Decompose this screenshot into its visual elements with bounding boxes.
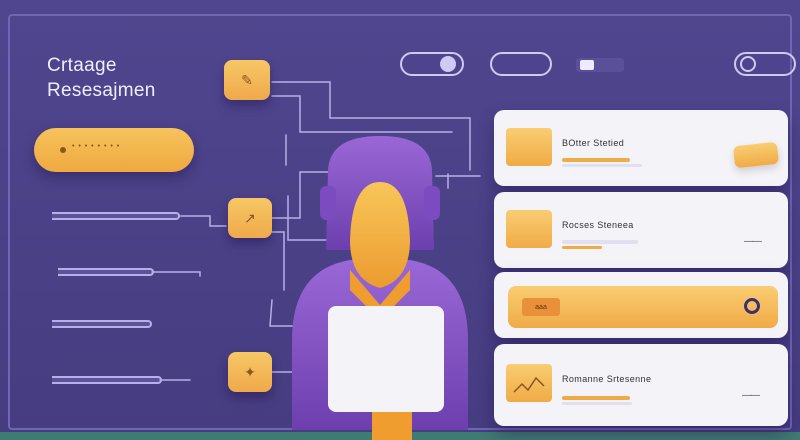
card-1-track bbox=[562, 164, 642, 167]
node-tile-1[interactable]: ✎ bbox=[224, 60, 270, 100]
chip-indicator-fill bbox=[580, 60, 594, 70]
card-1-action-chip[interactable] bbox=[732, 141, 780, 169]
document-icon bbox=[506, 210, 552, 248]
user-avatar-illustration bbox=[292, 136, 468, 440]
card-3-chevron-icon: —— bbox=[742, 390, 760, 401]
highlight-card-tag: aaa bbox=[522, 298, 560, 316]
gear-icon: ✦ bbox=[244, 363, 256, 380]
node-tile-2[interactable]: ↗ bbox=[228, 198, 272, 238]
card-3-progress bbox=[562, 396, 630, 400]
card-2-track bbox=[562, 240, 638, 244]
page-title: Crtaage bbox=[47, 55, 117, 76]
status-card-2[interactable]: Rocses Steneea —— bbox=[494, 192, 788, 268]
card-2-chevron-icon: —— bbox=[744, 236, 762, 247]
card-1-label: BOtter Stetied bbox=[562, 138, 625, 148]
status-card-3[interactable]: Romanne Srtesenne —— bbox=[494, 344, 788, 426]
card-2-progress bbox=[562, 246, 602, 249]
toggle-2[interactable] bbox=[490, 52, 552, 76]
node-tile-3[interactable]: ✦ bbox=[228, 352, 272, 392]
pill-dot-icon bbox=[60, 147, 66, 153]
wrench-icon: ↗ bbox=[244, 209, 256, 226]
menu-line-3[interactable] bbox=[52, 320, 152, 328]
pill-label: • • • • • • • • bbox=[72, 143, 121, 150]
chart-icon bbox=[506, 128, 552, 166]
menu-line-1[interactable] bbox=[52, 212, 180, 220]
toggle-3[interactable] bbox=[734, 52, 796, 76]
highlight-radio-icon[interactable] bbox=[744, 298, 760, 314]
card-3-label: Romanne Srtesenne bbox=[562, 374, 652, 384]
card-2-label: Rocses Steneea bbox=[562, 220, 634, 230]
line-chart-icon bbox=[506, 364, 552, 402]
line-chart-glyph bbox=[513, 376, 545, 393]
card-1-progress bbox=[562, 158, 630, 162]
puzzle-icon: ✎ bbox=[241, 71, 253, 88]
toggle-3-knob bbox=[740, 56, 756, 72]
toggle-1[interactable] bbox=[400, 52, 464, 76]
toggle-1-knob bbox=[440, 56, 456, 72]
page-subtitle: Resesajmen bbox=[47, 80, 156, 101]
card-3-track bbox=[562, 402, 632, 405]
